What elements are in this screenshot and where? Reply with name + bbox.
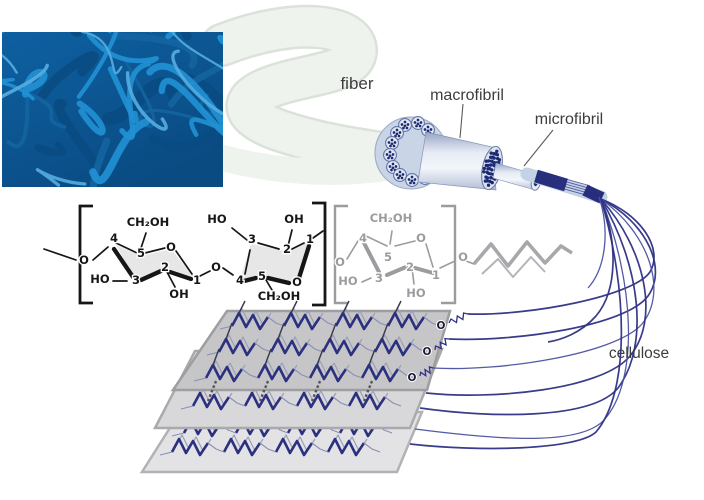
atom-label: O [423,346,432,358]
sheet-oxygen-labels: O O O [407,319,447,385]
atom-label: 4 [359,231,367,245]
fiber-label: fiber [340,74,373,93]
atom-label: OH [169,287,188,301]
atom-label: HO [338,274,358,288]
atom-label: HO [90,272,110,286]
atom-label: CH₂OH [127,215,170,229]
strand-squiggles [419,312,469,378]
atom-label: 2 [406,260,414,274]
atom-label: CH₂OH [370,211,413,225]
sem-micrograph [2,32,223,187]
atom-label: CH₂OH [258,289,301,303]
macrofibril-leader-line [459,103,464,139]
cellulose-sheets [139,300,452,474]
atom-label: 1 [306,232,314,246]
atom-label: OH [284,212,303,226]
atom-label: 1 [432,268,440,282]
atom-label: O [437,320,446,332]
atom-label: 3 [132,273,140,287]
atom-label: 4 [110,231,118,245]
atom-label: HO [207,212,227,226]
right-bracket [312,201,327,307]
atom-label: O [166,240,176,254]
atom-label: 2 [161,260,169,274]
atom-label: O [292,275,302,289]
atom-label: 3 [248,232,256,246]
atom-label: O [211,260,221,274]
atom-label: O [408,372,417,384]
microfibril-label: microfibril [535,111,603,128]
cellulose-label: cellulose [609,345,669,362]
atom-label: 5 [137,246,145,260]
atom-label: O [416,231,426,245]
microfibril-leader-line [523,129,554,167]
atom-label: 1 [193,273,201,287]
macrofibril-label: macrofibril [430,87,504,104]
hydrogen-bonds [206,380,374,402]
atom-label: 5 [258,269,266,283]
macrofibril-cylinder [417,131,503,191]
atom-label: O [335,255,345,269]
atom-label: 2 [283,242,291,256]
atom-label: 3 [375,271,383,285]
microfibril-fray-bundle [520,167,608,204]
atom-label: O [79,253,89,267]
atom-label: 5 [384,250,392,264]
atom-label: O [458,250,468,264]
atom-label: 4 [236,273,244,287]
left-bracket [78,204,93,305]
atom-label: HO [406,286,426,300]
cellulose-strands [409,196,657,450]
gray-chain-zigzag [472,240,573,268]
